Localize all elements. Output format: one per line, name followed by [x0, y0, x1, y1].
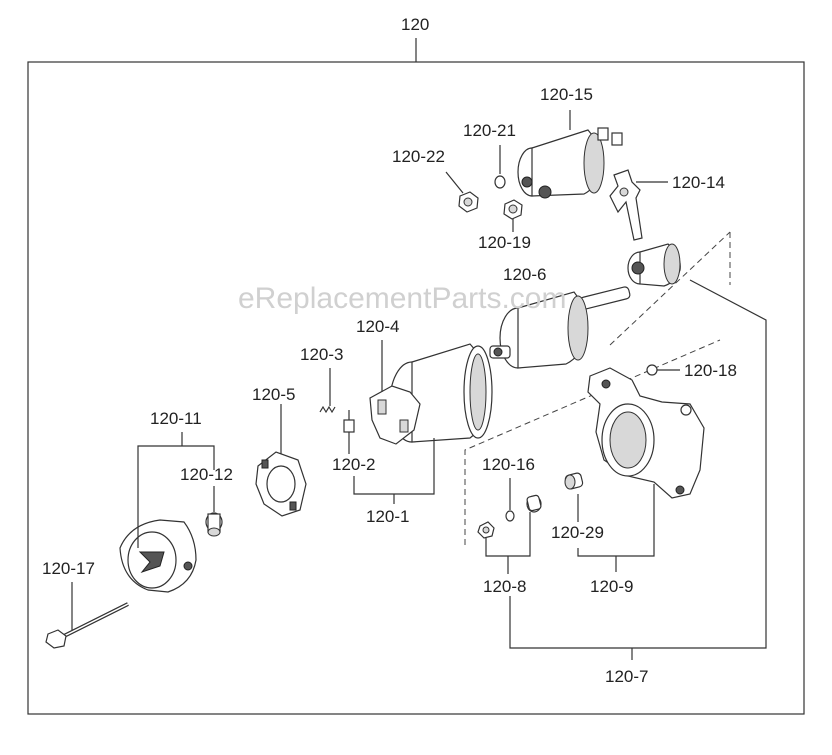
label-120-6: 120-6: [503, 265, 547, 284]
label-120-12: 120-12: [180, 465, 233, 484]
label-120-7: 120-7: [605, 667, 649, 686]
bushing-120-12: [205, 512, 223, 537]
armature-120-6: [489, 286, 631, 369]
brush-120-2: [343, 410, 355, 433]
dashed-guide-upper: [609, 231, 731, 346]
nut-120-19: [503, 199, 523, 220]
bracket-120-9: [577, 484, 655, 557]
rear-cover-120-11: [119, 519, 197, 593]
dashed-guide-lower: [464, 339, 721, 545]
label-120-29: 120-29: [551, 523, 604, 542]
label-120-2: 120-2: [332, 455, 376, 474]
nut-120-22: [458, 191, 479, 213]
watermark-text: eReplacementParts.com: [238, 282, 567, 315]
label-120-8: 120-8: [483, 577, 527, 596]
label-120-1: 120-1: [366, 507, 410, 526]
label-120-21: 120-21: [463, 121, 516, 140]
leader-120-22: [445, 171, 464, 194]
label-120-4: 120-4: [356, 317, 400, 336]
spring-120-3: [319, 405, 336, 414]
label-120-9: 120-9: [590, 577, 634, 596]
ring-120-18: [646, 364, 658, 376]
label-120-17: 120-17: [42, 559, 95, 578]
label-120-3: 120-3: [300, 345, 344, 364]
label-120-18: 120-18: [684, 361, 737, 380]
label-120-22: 120-22: [392, 147, 445, 166]
bracket-120-11: [137, 445, 215, 548]
label-120-11: 120-11: [150, 409, 202, 428]
label-120: 120: [401, 15, 430, 34]
clutch-parts-120-8: [477, 494, 542, 539]
label-120-16: 120-16: [482, 455, 535, 474]
drive-housing-120-9: [587, 367, 705, 499]
through-bolt-120-17: [45, 602, 129, 649]
brush-holder-120-5: [255, 451, 307, 517]
yoke-120-4: [369, 343, 493, 445]
label-120-15: 120-15: [540, 85, 593, 104]
washer-120-21: [494, 175, 506, 189]
pinion-gear: [627, 243, 681, 287]
label-120-19: 120-19: [478, 233, 531, 252]
bushing-120-29: [564, 472, 584, 490]
solenoid-part: [517, 127, 623, 199]
bracket-120-7: [509, 279, 767, 649]
shift-lever-120-14: [609, 169, 643, 241]
label-120-14: 120-14: [672, 173, 725, 192]
label-120-5: 120-5: [252, 385, 296, 404]
